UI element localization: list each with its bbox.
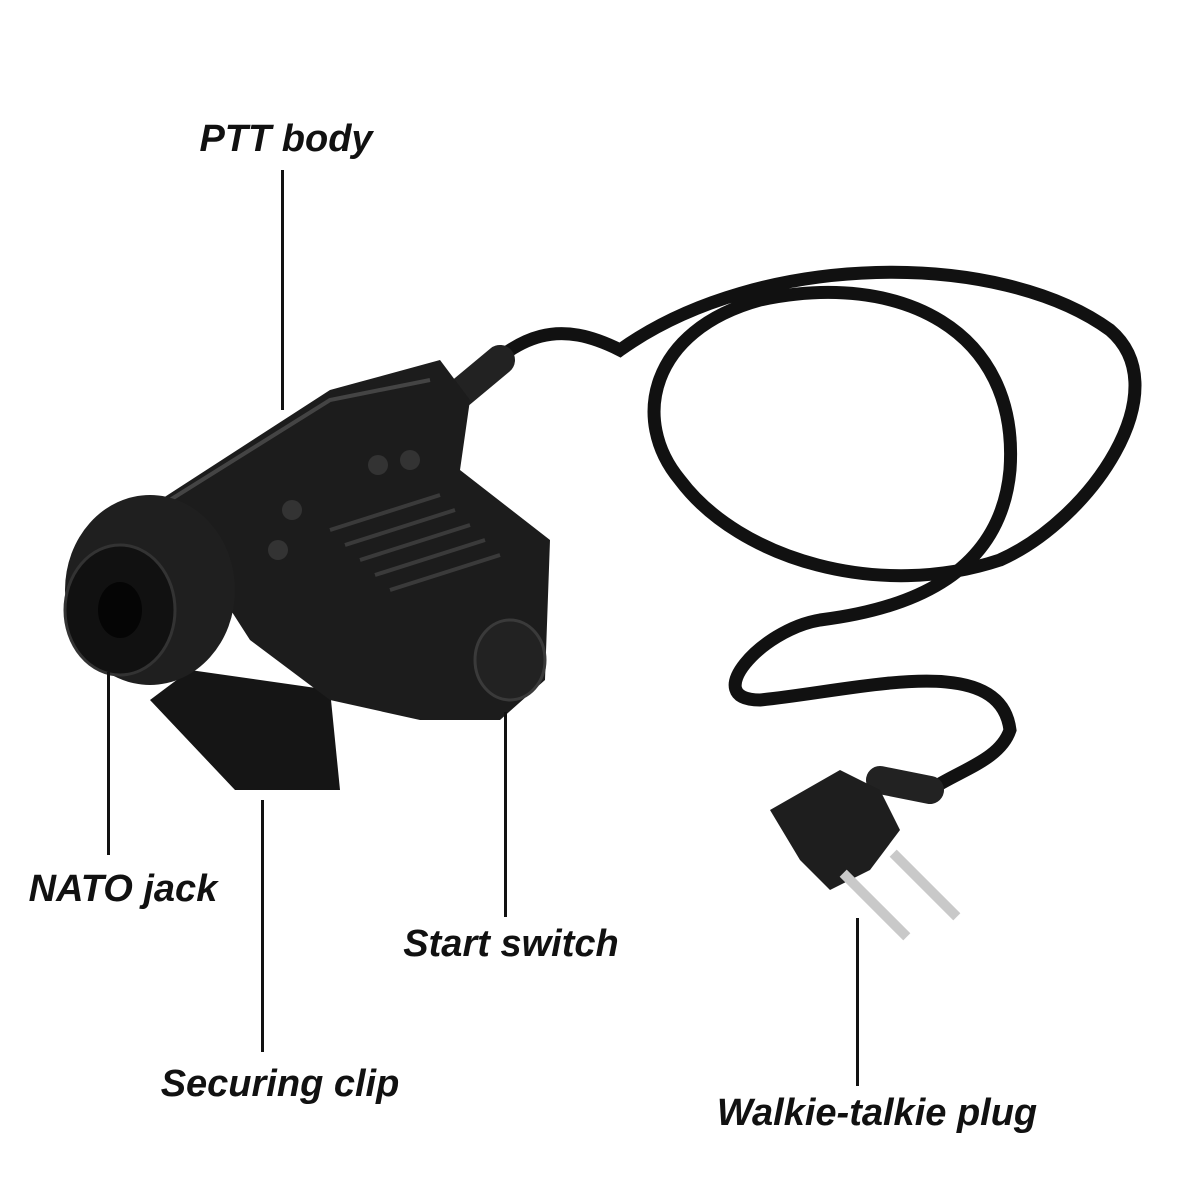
securing-clip [150,670,340,790]
plug-pin [889,849,961,921]
nato-jack-leader-line [107,672,110,855]
screw [400,450,420,470]
screw [368,455,388,475]
ptt-body-label: PTT body [199,118,373,160]
walkie-talkie-plug-leader-line [856,918,859,1086]
cable [458,265,1142,797]
screw [282,500,302,520]
securing-clip-label: Securing clip [160,1063,400,1105]
start-switch-label: Start switch [403,923,619,965]
start-switch-leader-line [504,712,507,917]
ptt-body-highlight [168,378,431,502]
plug-pin [839,869,911,941]
start-switch-button [473,618,547,702]
grip-ridges [329,493,501,592]
nato-jack-label: NATO jack [28,868,218,910]
walkie-talkie-plug-label: Walkie-talkie plug [716,1092,1038,1134]
nato-jack-hole [98,582,142,638]
ptt-body-leader-line [281,170,284,410]
walkie-talkie-plug [770,770,900,890]
screw [268,540,288,560]
securing-clip-leader-line [261,800,264,1052]
strain-relief-bottom [866,766,944,804]
